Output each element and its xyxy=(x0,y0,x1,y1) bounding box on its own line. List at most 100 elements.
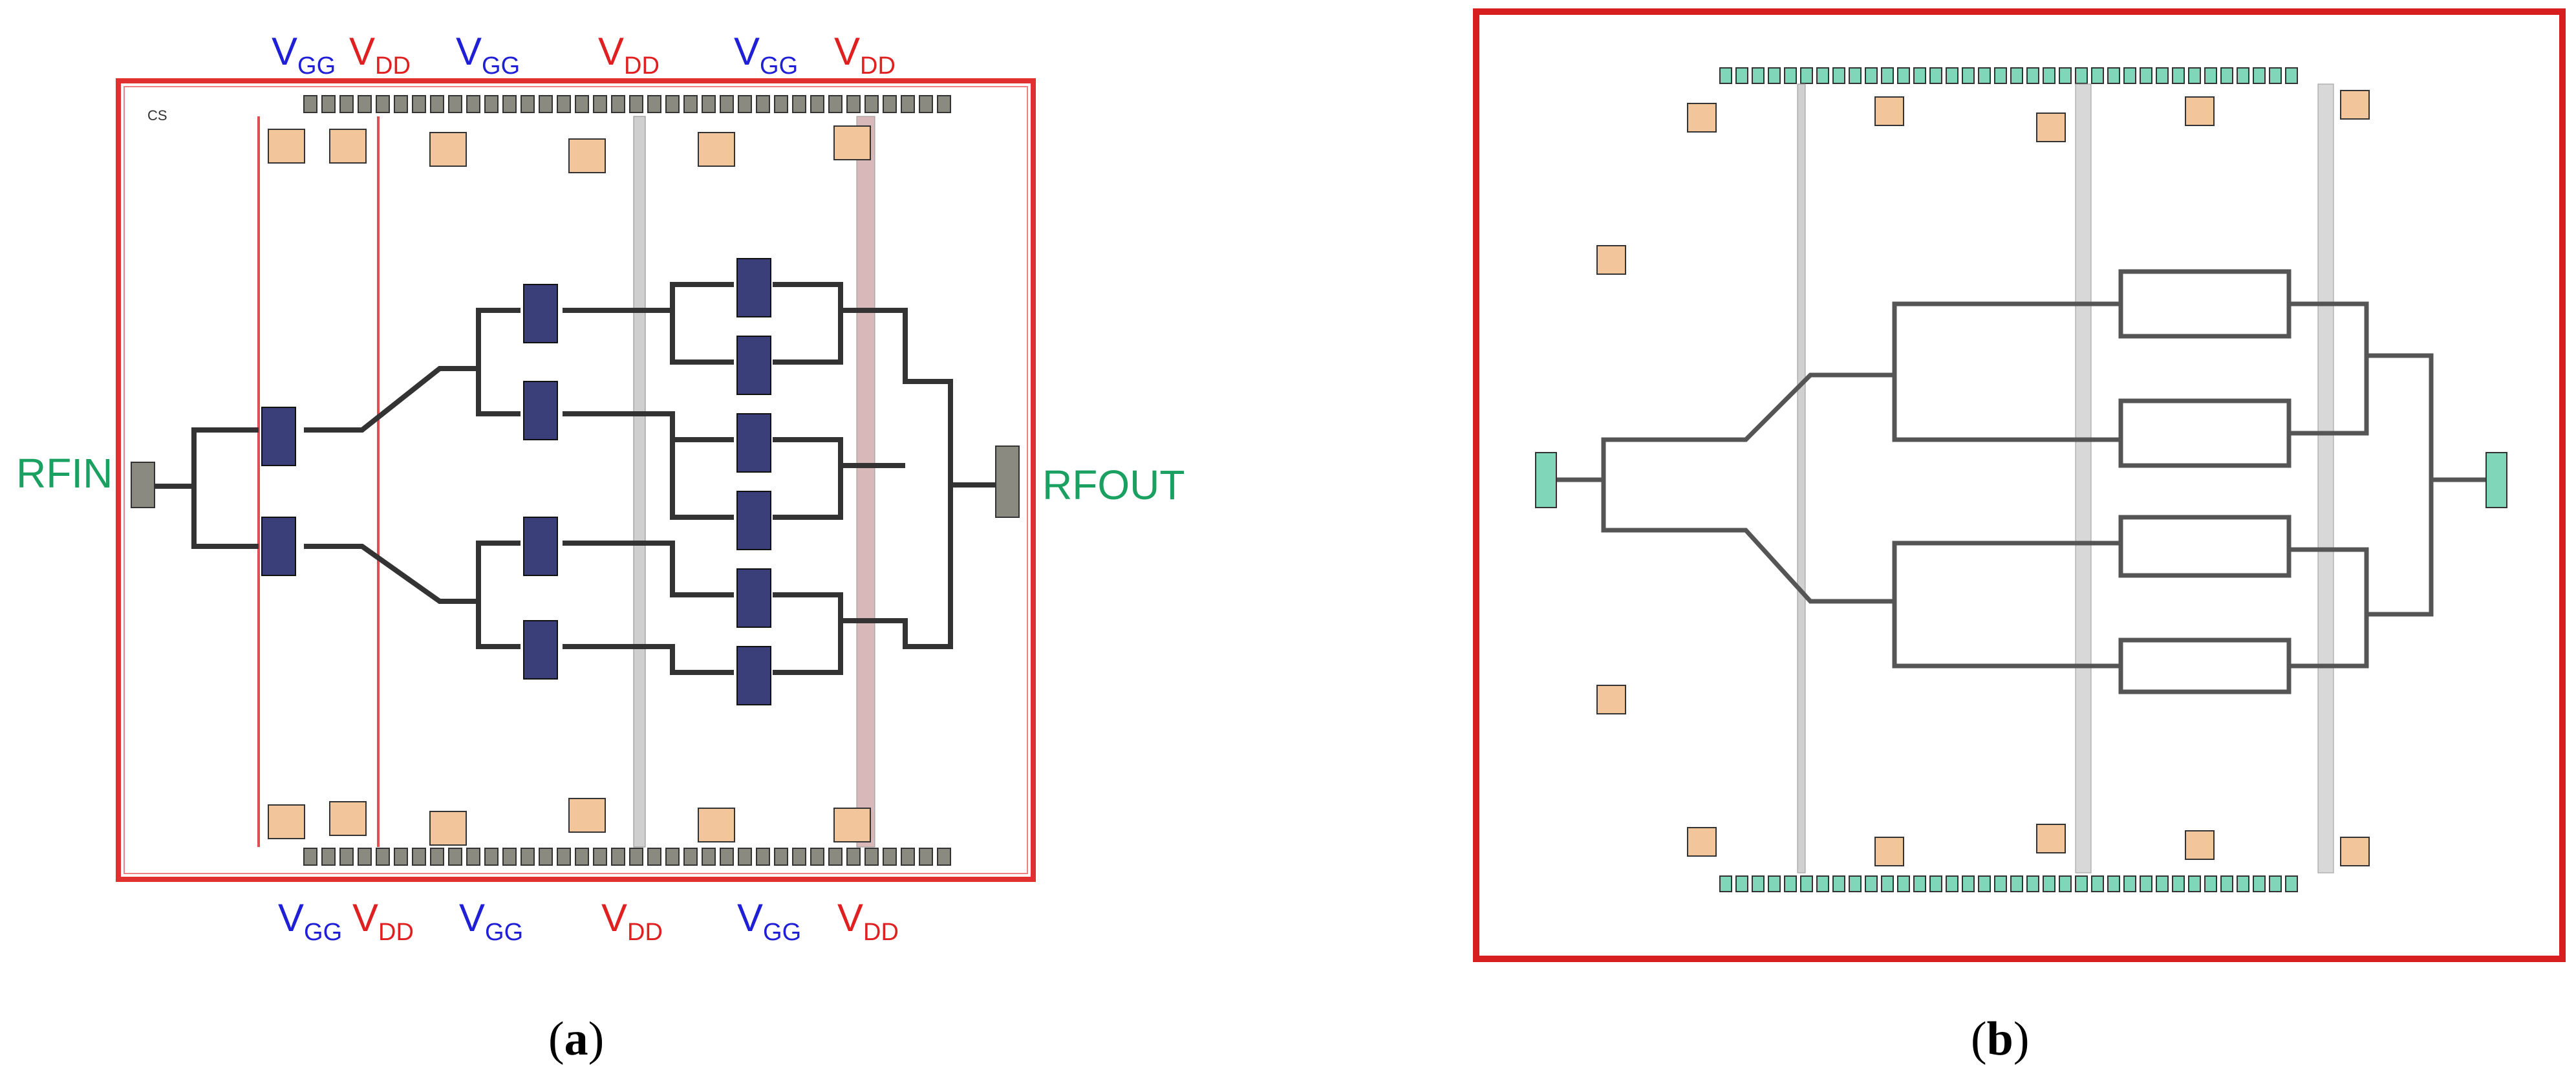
pad-b-bottom xyxy=(1946,875,1959,892)
pad-b-bottom xyxy=(1735,875,1748,892)
pad-top xyxy=(647,95,661,113)
b-st2-8 xyxy=(2118,666,2160,694)
pad-top xyxy=(810,95,824,113)
pad-b-top xyxy=(1881,67,1894,84)
pad-bottom xyxy=(864,848,879,866)
pad-bottom xyxy=(702,848,716,866)
capacitor xyxy=(833,125,871,160)
pad-b-top xyxy=(2269,67,2282,84)
pad-bottom xyxy=(430,848,444,866)
pad-b-bottom xyxy=(2172,875,2185,892)
pad-b-top xyxy=(1784,67,1797,84)
rfin-label: RFIN xyxy=(16,450,113,497)
pad-b-bottom xyxy=(1897,875,1910,892)
pad-b-bottom xyxy=(2059,875,2072,892)
pad-b-top xyxy=(1865,67,1878,84)
pad-top xyxy=(846,95,861,113)
pad-bottom xyxy=(774,848,788,866)
b-split-down xyxy=(1601,480,1940,669)
pad-bottom xyxy=(937,848,951,866)
stage2 xyxy=(563,282,734,313)
pad-b-bottom xyxy=(1719,875,1732,892)
b-st2-1 xyxy=(1940,269,2160,306)
pad-top xyxy=(774,95,788,113)
pad-bottom xyxy=(339,848,354,866)
pad-bottom xyxy=(448,848,462,866)
pad-top xyxy=(756,95,770,113)
supply-bar-2 xyxy=(856,116,875,848)
pad-b-top xyxy=(1897,67,1910,84)
pad-b-bottom xyxy=(2140,875,2152,892)
pad-b-bottom xyxy=(2091,875,2104,892)
pad-top xyxy=(321,95,336,113)
top-label-vdd-2: VDD xyxy=(598,30,660,80)
pad-b-bottom xyxy=(1752,875,1765,892)
pad-top xyxy=(358,95,372,113)
pad-b-top xyxy=(2253,67,2266,84)
pad-b-top xyxy=(1832,67,1845,84)
bottom-label-vgg-3: VGG xyxy=(737,896,802,946)
pad-b-bottom xyxy=(2107,875,2120,892)
b-capacitor xyxy=(1874,837,1904,866)
pad-top xyxy=(448,95,462,113)
b-rfin-pad xyxy=(1535,452,1557,508)
capacitor xyxy=(698,808,735,842)
pad-b-bottom xyxy=(1929,875,1942,892)
b-capacitor xyxy=(2185,96,2215,126)
capacitor xyxy=(833,808,871,842)
pad-b-top xyxy=(1735,67,1748,84)
pad-b-top xyxy=(2204,67,2217,84)
pad-bottom xyxy=(919,848,933,866)
pad-b-top xyxy=(2059,67,2072,84)
capacitor xyxy=(329,129,367,164)
capacitor xyxy=(429,132,467,167)
b-st2-6 xyxy=(2118,543,2160,578)
pad-b-bottom xyxy=(1881,875,1894,892)
corner-text: CS xyxy=(147,107,167,123)
pad-b-top xyxy=(1849,67,1862,84)
pad-bottom xyxy=(412,848,426,866)
b-out-5 xyxy=(2160,480,2434,617)
b-capacitor xyxy=(2340,837,2370,866)
pad-bottom xyxy=(846,848,861,866)
pad-bottom xyxy=(321,848,336,866)
top-label-vgg-2: VGG xyxy=(456,30,521,80)
b-supply-1 xyxy=(1797,83,1806,874)
pad-b-top xyxy=(1768,67,1781,84)
pad-b-top xyxy=(2285,67,2298,84)
b-capacitor xyxy=(1874,96,1904,126)
b-capacitor xyxy=(1596,685,1626,714)
pad-top xyxy=(629,95,643,113)
transistor xyxy=(736,258,771,317)
b-out-7 xyxy=(2160,614,2369,669)
pad-top xyxy=(539,95,553,113)
b-out-3 xyxy=(2160,356,2369,436)
pad-b-bottom xyxy=(2123,875,2136,892)
rfout-pad xyxy=(995,445,1020,518)
stage1-lower-b xyxy=(476,601,521,649)
bottom-label-vdd-1: VDD xyxy=(352,896,414,946)
b-out-4 xyxy=(2160,433,2292,468)
b-st2-2 xyxy=(2118,304,2160,339)
pad-bottom xyxy=(665,848,680,866)
pad-bottom xyxy=(883,848,897,866)
out-comb-top xyxy=(773,282,1009,488)
rf-input-split-2 xyxy=(191,486,259,549)
pad-top xyxy=(339,95,354,113)
pad-bottom xyxy=(810,848,824,866)
pad-b-top xyxy=(1978,67,1991,84)
pad-top xyxy=(919,95,933,113)
pad-top xyxy=(864,95,879,113)
stage1-upper xyxy=(304,308,521,433)
pad-top xyxy=(557,95,571,113)
b-rfout-pad xyxy=(2485,452,2507,508)
pad-b-top xyxy=(1752,67,1765,84)
pad-b-top xyxy=(1929,67,1942,84)
pad-b-top xyxy=(2075,67,2088,84)
pad-top xyxy=(828,95,843,113)
bottom-label-vgg-2: VGG xyxy=(459,896,524,946)
pad-b-bottom xyxy=(2188,875,2201,892)
pad-bottom xyxy=(466,848,480,866)
b-supply-3 xyxy=(2317,83,2334,874)
pad-top xyxy=(394,95,408,113)
